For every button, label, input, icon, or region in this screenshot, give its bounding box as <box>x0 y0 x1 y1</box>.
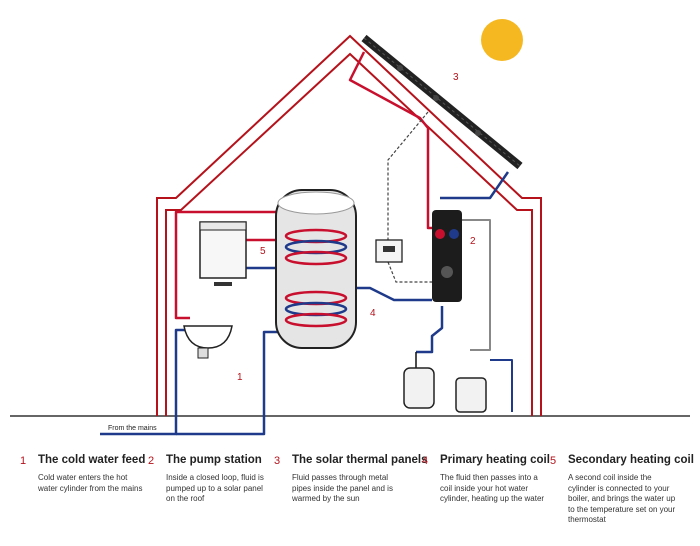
solar-controller <box>375 239 403 263</box>
legend-number: 4 <box>422 455 429 467</box>
callout-5: 5 <box>260 246 266 257</box>
legend: 1 The cold water feed Cold water enters … <box>0 454 700 545</box>
sink <box>183 325 233 359</box>
solar-panel <box>361 34 523 170</box>
legend-text: Inside a closed loop, fluid is pumped up… <box>166 473 264 503</box>
mains-label: From the mains <box>108 425 157 432</box>
callout-1: 1 <box>237 372 243 383</box>
legend-text: A second coil inside the cylinder is con… <box>568 473 676 524</box>
legend-text: The fluid then passes into a coil inside… <box>440 473 545 503</box>
legend-number: 1 <box>20 455 27 467</box>
pipes <box>100 51 513 436</box>
legend-number: 5 <box>550 455 557 467</box>
expansion-vessel <box>403 367 487 413</box>
callout-4: 4 <box>370 308 376 319</box>
sensor-cable-2 <box>387 261 432 283</box>
boiler <box>199 221 247 286</box>
legend-number: 3 <box>274 455 281 467</box>
legend-text: Cold water enters the hot water cylinder… <box>38 473 143 493</box>
callout-2: 2 <box>470 236 476 247</box>
legend-text: Fluid passes through metal pipes inside … <box>292 473 393 503</box>
sun-icon <box>481 19 523 61</box>
legend-title: The cold water feed <box>38 454 146 466</box>
legend-title: The solar thermal panels <box>292 454 428 466</box>
legend-title: Primary heating coil <box>440 454 550 466</box>
callout-3: 3 <box>453 72 459 83</box>
primary-heating-coil <box>284 290 348 328</box>
house-outline <box>156 34 542 416</box>
legend-number: 2 <box>148 455 155 467</box>
sensor-cable <box>387 111 429 240</box>
legend-title: Secondary heating coil <box>568 454 694 466</box>
legend-title: The pump station <box>166 454 262 466</box>
hot-water-cylinder <box>275 189 357 349</box>
pump-station <box>432 210 462 302</box>
secondary-heating-coil <box>284 228 348 266</box>
